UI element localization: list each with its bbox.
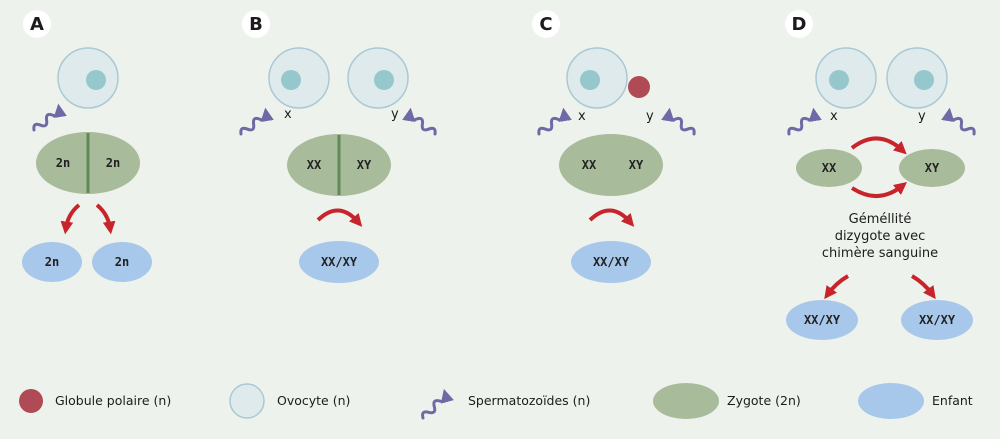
exchange-arrow-top <box>850 136 907 155</box>
legend-sperm: Spermatozoïdes (n) <box>468 393 590 408</box>
polar-body-swatch <box>19 389 43 413</box>
child <box>92 242 152 282</box>
caption-line-2: dizygote avec <box>835 229 926 244</box>
oocyte-nucleus <box>580 70 600 90</box>
panel-c-label-badge <box>532 10 560 38</box>
division-arrow-right <box>95 203 116 235</box>
child <box>571 241 651 283</box>
panel-a-label-badge <box>23 10 51 38</box>
division-arrow-left <box>824 274 850 300</box>
child-left-label: 2n <box>45 255 59 269</box>
oocyte-nucleus <box>281 70 301 90</box>
sperm-x <box>537 107 572 136</box>
legend-child: Enfant <box>932 393 973 408</box>
zygote-right-label: XY <box>925 161 940 175</box>
zygote-right-label: XY <box>357 158 372 172</box>
sperm-y <box>941 107 976 136</box>
child-swatch <box>858 383 924 419</box>
panel-d-label: D <box>792 14 807 35</box>
panel-a-label: A <box>30 14 44 35</box>
panel-d-label-badge <box>785 10 813 38</box>
zygote-left-label: 2n <box>56 156 70 170</box>
panel-b-label: B <box>249 14 263 35</box>
exchange-arrow-bottom <box>850 182 908 198</box>
polar-body <box>628 76 650 98</box>
zygote <box>796 149 862 187</box>
panel-d: D x y XX XY Géméllité dizygote avec chim… <box>785 10 976 340</box>
zygote <box>899 149 965 187</box>
zygote <box>559 134 663 196</box>
sperm-right-label: y <box>646 109 654 124</box>
sperm-left-label: x <box>284 107 292 122</box>
legend: Globule polaire (n) Ovocyte (n) Spermato… <box>19 383 973 420</box>
sperm-swatch <box>421 388 454 420</box>
sperm-y <box>402 107 437 136</box>
legend-zygote: Zygote (2n) <box>727 393 801 408</box>
caption-line-3: chimère sanguine <box>822 246 938 261</box>
division-arrow-left <box>60 203 81 235</box>
panel-c: C x y XX XY XX/XY <box>532 10 696 283</box>
child-left-label: XX/XY <box>804 313 841 327</box>
panel-c-label: C <box>539 14 552 35</box>
panel-b: B x y XX XY XX/XY <box>239 10 437 283</box>
panel-b-label-badge <box>242 10 270 38</box>
oocyte-nucleus <box>829 70 849 90</box>
fusion-arrow <box>588 208 635 227</box>
sperm-right-label: y <box>918 109 926 124</box>
zygote-right-label: XY <box>629 158 644 172</box>
child <box>786 300 858 340</box>
zygote-left-label: XX <box>582 158 597 172</box>
zygote-left-label: XX <box>822 161 837 175</box>
legend-oocyte: Ovocyte (n) <box>277 393 350 408</box>
division-arrow-right <box>910 274 936 300</box>
zygote-left-label: XX <box>307 158 322 172</box>
child-right-label: XX/XY <box>919 313 956 327</box>
sperm-right-label: y <box>391 107 399 122</box>
oocyte-nucleus <box>86 70 106 90</box>
sperm-left-label: x <box>830 109 838 124</box>
oocyte-nucleus <box>914 70 934 90</box>
child <box>901 300 973 340</box>
child <box>299 241 379 283</box>
sperm-x <box>787 107 822 136</box>
child-label: XX/XY <box>321 255 358 269</box>
panel-a: A 2n 2n 2n 2n <box>22 10 152 282</box>
child-right-label: 2n <box>115 255 129 269</box>
legend-polar-body: Globule polaire (n) <box>55 393 171 408</box>
caption-line-1: Géméllité <box>849 212 912 227</box>
sperm-y <box>661 107 696 136</box>
fusion-arrow <box>316 208 363 227</box>
zygote-right-label: 2n <box>106 156 120 170</box>
sperm <box>32 103 67 132</box>
child-label: XX/XY <box>593 255 630 269</box>
zygote-swatch <box>653 383 719 419</box>
sperm-x <box>239 107 274 136</box>
oocyte-swatch <box>229 383 265 419</box>
oocyte-nucleus <box>374 70 394 90</box>
child <box>22 242 82 282</box>
sperm-left-label: x <box>578 109 586 124</box>
